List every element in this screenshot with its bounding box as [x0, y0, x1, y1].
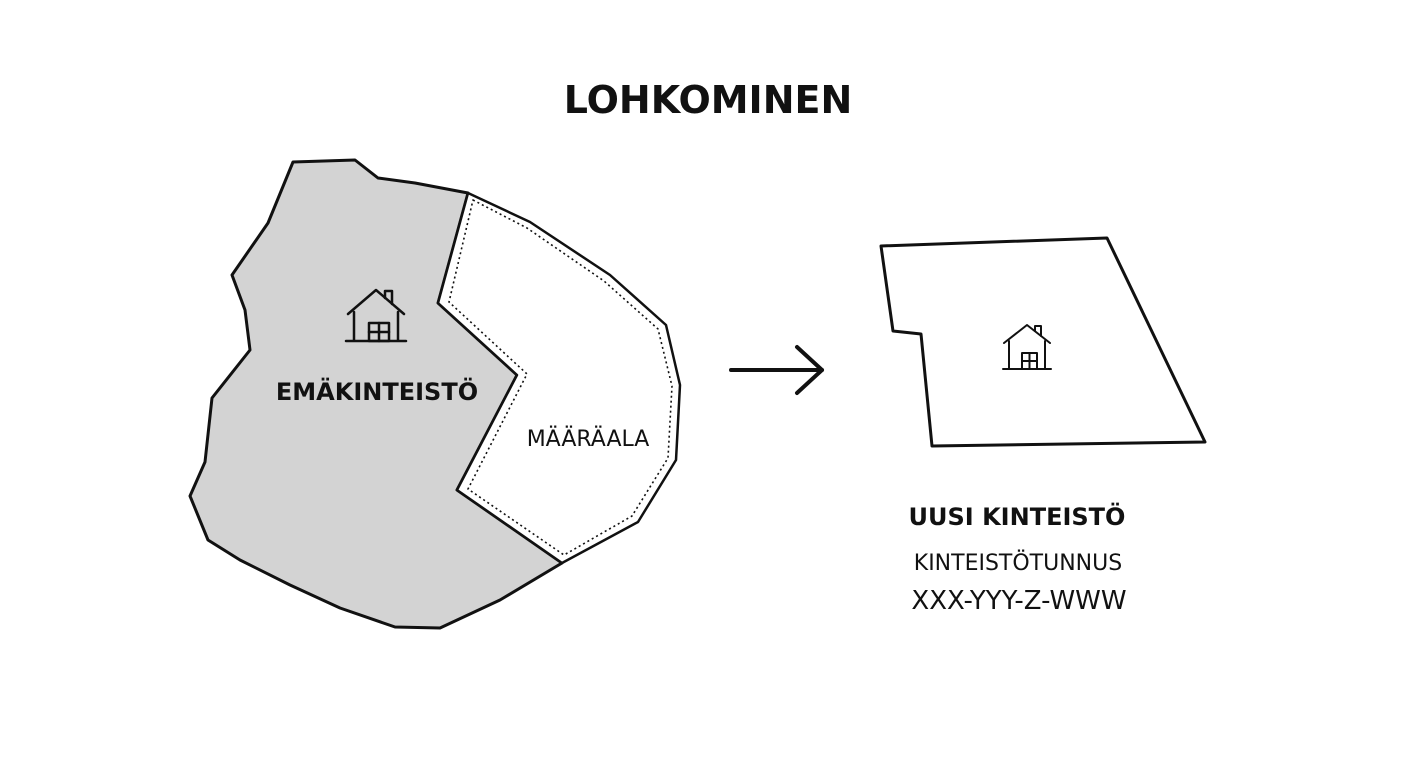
parent-parcel-label: EMÄKINTEISTÖ: [276, 376, 478, 406]
parent-parcel-shape: [188, 158, 564, 630]
sub-area-label: MÄÄRÄALA: [527, 426, 650, 452]
sub-area-dotted-border: [448, 199, 673, 556]
new-parcel-house-icon: [1002, 324, 1052, 370]
new-parcel-id-label: KINTEISTÖTUNNUS: [914, 550, 1122, 576]
new-parcel-title: UUSI KINTEISTÖ: [909, 501, 1126, 531]
diagram-title: LOHKOMINEN: [564, 78, 853, 122]
sub-area-shape: [436, 191, 682, 565]
new-parcel-id-value: XXX-YYY-Z-WWW: [911, 586, 1126, 616]
arrow-right-icon: [729, 345, 824, 395]
parent-house-icon: [344, 288, 408, 343]
new-parcel-shape: [879, 236, 1207, 448]
